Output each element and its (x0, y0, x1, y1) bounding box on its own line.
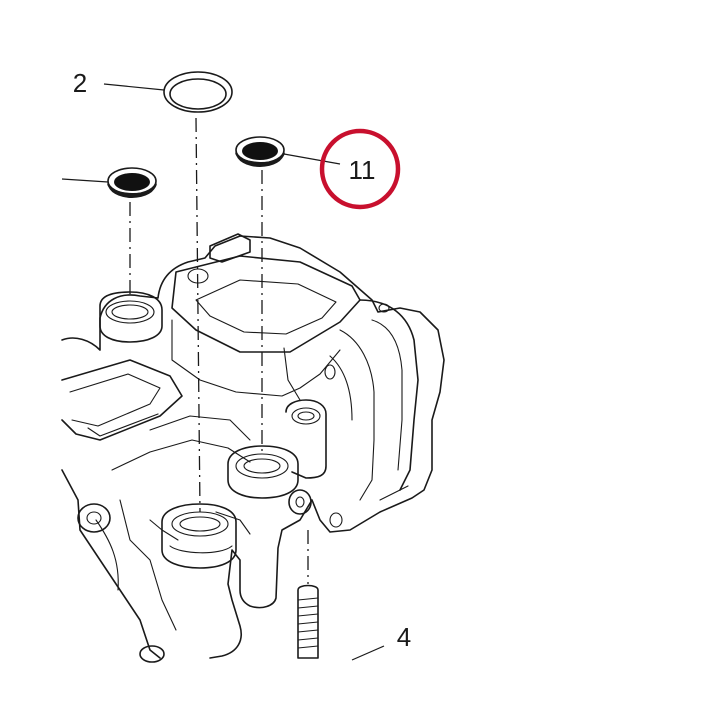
callout-4: 4 (397, 622, 411, 652)
stud-bolt (297, 530, 319, 659)
callout-11: 11 (349, 155, 376, 185)
port-left-lower (161, 503, 237, 569)
leader-lines (61, 83, 385, 661)
callout-2: 2 (73, 68, 87, 98)
plug-cap-right (235, 136, 285, 167)
port-center-lower (227, 445, 299, 499)
assembly-centerlines (129, 117, 263, 513)
port-center-upper (285, 399, 327, 479)
valve-housing (61, 233, 445, 663)
plug-cap-left (107, 167, 157, 198)
highlight-circle (319, 128, 401, 210)
port-left-upper (99, 291, 163, 343)
o-ring (163, 71, 233, 113)
